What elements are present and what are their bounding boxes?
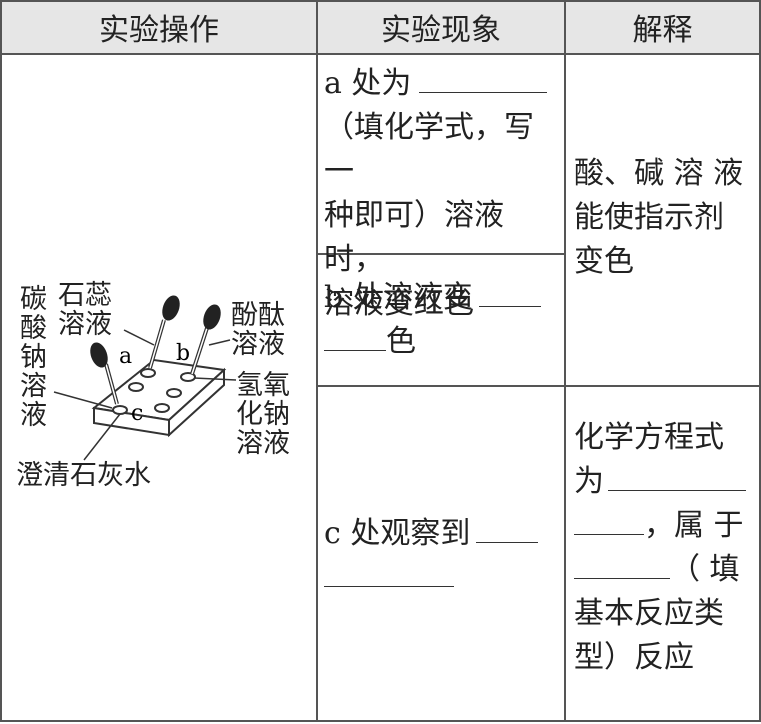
row-b-phenomenon: b 处溶液变 色 [324, 276, 560, 364]
leader-naoh [193, 377, 237, 381]
label-phenolphthalein: 酚酞 溶液 [231, 300, 285, 360]
blank-equation-1 [608, 460, 746, 491]
header-explanation: 解释 [566, 0, 759, 54]
dropper-middle-bulb [162, 295, 180, 321]
blank-a-formula [419, 62, 548, 93]
border-bottom [0, 720, 761, 722]
well-5 [166, 388, 182, 398]
label-na2co3: 碳 酸 钠 溶 液 [20, 284, 47, 431]
row-divider-ab [316, 253, 566, 255]
blank-b-color-1 [478, 276, 541, 307]
spot-plate-drawing: a b c [53, 295, 237, 461]
leader-litmus [123, 329, 155, 346]
dropper-right [190, 304, 221, 375]
col-divider-1 [316, 0, 318, 722]
well-4 [128, 382, 144, 392]
well-6 [154, 403, 170, 413]
explanation-indicator: 酸、碱 溶 液 能使指示剂 变色 [574, 156, 744, 279]
label-limewater: 澄清石灰水 [16, 460, 151, 491]
border-left [0, 0, 2, 722]
header-divider [0, 53, 761, 55]
leader-na2co3 [53, 391, 113, 409]
header-operation: 实验操作 [2, 0, 316, 54]
mark-a: a [119, 344, 132, 369]
mark-c: c [131, 401, 143, 426]
spot-plate-figure: a b c [4, 270, 314, 500]
blank-c-1 [476, 512, 539, 543]
dropper-left [90, 342, 119, 405]
row-c-phenomenon: c 处观察到 [324, 512, 560, 600]
explanation-equation: 化学方程式 为 ，属 于 （ 填 基本反应类 型）反应 [574, 416, 754, 680]
label-litmus: 石蕊 溶液 [58, 280, 112, 340]
dropper-left-bulb [90, 342, 108, 368]
label-naoh: 氢氧 化钠 溶液 [236, 370, 290, 459]
row-divider-bc [316, 385, 761, 387]
border-top [0, 0, 761, 2]
blank-equation-2 [574, 504, 644, 535]
dropper-right-bulb [203, 304, 221, 330]
leader-limewater [83, 413, 121, 461]
row-a-phenomenon: a 处为 （填化学式，写一 种即可）溶液时， 溶液变红色 [324, 62, 560, 326]
well-b [180, 372, 196, 382]
blank-b-color-2 [324, 320, 386, 351]
well-c [112, 405, 128, 415]
leader-phenol [208, 339, 231, 346]
header-phenomenon: 实验现象 [318, 0, 564, 54]
plate-side [168, 367, 225, 438]
border-right [759, 0, 761, 722]
dropper-middle [148, 295, 180, 369]
mark-b: b [176, 341, 190, 366]
blank-reaction-type [574, 548, 670, 579]
blank-c-2 [324, 556, 454, 587]
well-a [140, 368, 156, 378]
col-divider-2 [564, 0, 566, 722]
